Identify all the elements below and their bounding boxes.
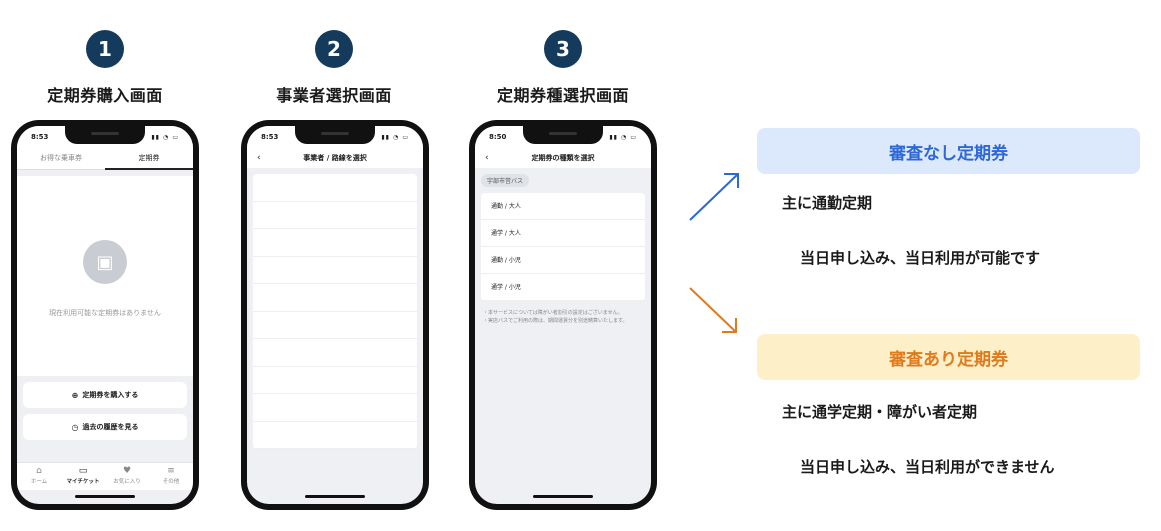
menu-icon: ≡ <box>167 466 175 476</box>
step-title: 定期券種選択画面 <box>496 86 629 105</box>
back-chevron-icon[interactable]: ‹ <box>485 153 489 163</box>
with-review-desc-1: 主に通学定期・障がい者定期 <box>782 403 978 421</box>
home-indicator <box>533 495 593 498</box>
screen-title: 事業者 / 路線を選択 <box>303 154 367 162</box>
bottom-nav: ⌂ ホーム ▭ マイチケット ♥ お気に入り ≡ その他 <box>17 462 193 490</box>
list-item[interactable] <box>253 422 417 449</box>
pass-type-commute-adult[interactable]: 通勤 / 大人 <box>481 193 645 220</box>
nav-home-label: ホーム <box>30 479 48 485</box>
list-item[interactable] <box>253 229 417 257</box>
list-item[interactable] <box>253 312 417 339</box>
pass-type-commute-child[interactable]: 通勤 / 小児 <box>481 247 645 274</box>
list-item[interactable] <box>253 174 417 202</box>
status-time: 8:53 <box>31 133 49 141</box>
nav-my-ticket-label: マイチケット <box>66 479 100 485</box>
with-review-pass-badge: 審査あり定期券 <box>757 334 1140 380</box>
nav-favorites[interactable]: ♥ お気に入り <box>105 463 149 490</box>
step-number: 3 <box>544 30 582 68</box>
buy-pass-label: 定期券を購入する <box>82 391 139 399</box>
status-time: 8:53 <box>261 133 279 141</box>
heart-icon: ♥ <box>122 466 132 476</box>
list-item[interactable] <box>253 284 417 312</box>
nav-home[interactable]: ⌂ ホーム <box>17 463 61 490</box>
note-1: ・本サービスについては障がい者割引の設定はございません。 <box>483 310 623 316</box>
with-review-desc-2: 当日申し込み、当日利用ができません <box>800 458 1055 476</box>
phone-screen: 8:53 ▮▮ ◔ ▭ ‹ 事業者 / 路線を選択 <box>247 126 423 504</box>
pass-type-school-child[interactable]: 通学 / 小児 <box>481 274 645 301</box>
no-review-desc-2: 当日申し込み、当日利用が可能です <box>800 249 1041 267</box>
pass-type-school-adult[interactable]: 通学 / 大人 <box>481 220 645 247</box>
phone-purchase-screen: 8:53 ▮▮ ◔ ▭ お得な乗車券 定期券 ▣ 現在利用可能な定期券はありませ… <box>11 120 199 510</box>
tab-discount-tickets[interactable]: お得な乗車券 <box>17 148 105 170</box>
list-item[interactable] <box>253 367 417 394</box>
nav-other-label: その他 <box>162 479 180 485</box>
plus-circle-icon: ⊕ <box>71 390 79 400</box>
phone-screen: 8:53 ▮▮ ◔ ▭ お得な乗車券 定期券 ▣ 現在利用可能な定期券はありませ… <box>17 126 193 504</box>
notes: ・本サービスについては障がい者割引の設定はございません。 ・実店バスでご利用の際… <box>483 309 643 325</box>
pass-type-list: 通勤 / 大人 通学 / 大人 通勤 / 小児 通学 / 小児 <box>481 193 645 301</box>
nav-other[interactable]: ≡ その他 <box>149 463 193 490</box>
arrow-down-right-icon <box>689 287 737 333</box>
signal-wifi-battery-icon: ▮▮ ◔ ▭ <box>151 133 179 141</box>
status-time: 8:50 <box>489 133 507 141</box>
list-item[interactable] <box>253 257 417 284</box>
step-2: 2 事業者選択画面 <box>234 30 434 106</box>
phone-notch <box>295 126 375 144</box>
step-title: 事業者選択画面 <box>276 86 392 105</box>
screen-header: ‹ 事業者 / 路線を選択 <box>247 148 423 168</box>
history-label: 過去の履歴を見る <box>82 423 139 431</box>
step-3: 3 定期券種選択画面 <box>463 30 663 106</box>
list-item[interactable] <box>253 339 417 367</box>
phone-pass-type-screen: 8:50 ▮▮ ◔ ▭ ‹ 定期券の種類を選択 宇部市営バス 通勤 / 大人 通… <box>469 120 657 510</box>
home-indicator <box>75 495 135 498</box>
step-1: 1 定期券購入画面 <box>5 30 205 106</box>
operator-list <box>253 174 417 449</box>
nav-favorites-label: お気に入り <box>113 479 141 485</box>
operator-chip: 宇部市営バス <box>481 174 530 187</box>
step-number: 1 <box>86 30 124 68</box>
back-chevron-icon[interactable]: ‹ <box>257 153 261 163</box>
screen-header: ‹ 定期券の種類を選択 <box>475 148 651 168</box>
tab-commuter-pass[interactable]: 定期券 <box>105 148 193 170</box>
buy-pass-button[interactable]: ⊕ 定期券を購入する <box>23 382 187 408</box>
step-title: 定期券購入画面 <box>47 86 163 105</box>
step-number: 2 <box>315 30 353 68</box>
ticket-nav-icon: ▭ <box>78 466 88 476</box>
phone-notch <box>65 126 145 144</box>
no-review-desc-1: 主に通勤定期 <box>782 194 873 212</box>
nav-my-ticket[interactable]: ▭ マイチケット <box>61 463 105 490</box>
phone-screen: 8:50 ▮▮ ◔ ▭ ‹ 定期券の種類を選択 宇部市営バス 通勤 / 大人 通… <box>475 126 651 504</box>
no-review-pass-badge: 審査なし定期券 <box>757 128 1140 174</box>
arrow-up-right-icon <box>689 173 739 221</box>
phone-operator-screen: 8:53 ▮▮ ◔ ▭ ‹ 事業者 / 路線を選択 <box>241 120 429 510</box>
note-2: ・実店バスでご利用の際は、期間運賃分を別途精算いたします。 <box>483 318 628 324</box>
ticket-tabs: お得な乗車券 定期券 <box>17 148 193 170</box>
list-item[interactable] <box>253 202 417 229</box>
signal-wifi-battery-icon: ▮▮ ◔ ▭ <box>381 133 409 141</box>
empty-message: 現在利用可能な定期券はありません <box>49 309 161 317</box>
empty-state: ▣ 現在利用可能な定期券はありません <box>17 176 193 376</box>
screen-title: 定期券の種類を選択 <box>531 154 595 162</box>
phone-notch <box>523 126 603 144</box>
ticket-icon: ▣ <box>83 240 127 284</box>
signal-wifi-battery-icon: ▮▮ ◔ ▭ <box>609 133 637 141</box>
list-item[interactable] <box>253 394 417 422</box>
history-icon: ◷ <box>71 422 79 432</box>
home-icon: ⌂ <box>36 466 42 476</box>
home-indicator <box>305 495 365 498</box>
history-button[interactable]: ◷ 過去の履歴を見る <box>23 414 187 440</box>
